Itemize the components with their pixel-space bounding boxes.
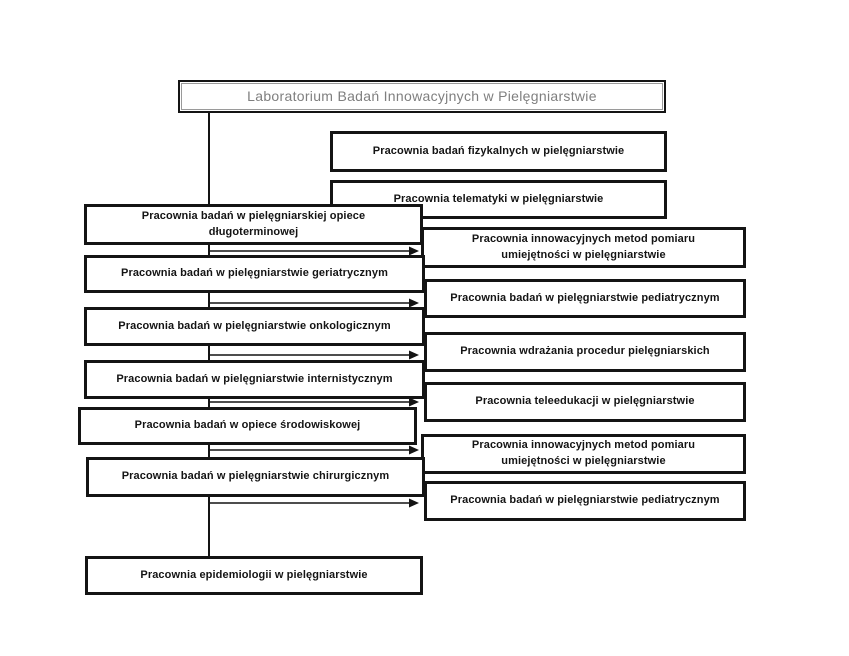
left-box-opieka-dlugoterminowa: Pracownia badań w pielęgniarskiej opiece… bbox=[84, 204, 423, 245]
box-label: Pracownia badań w pielęgniarstwie chirur… bbox=[121, 470, 390, 483]
box-label: Pracownia badań w pielęgniarskiej opiece… bbox=[141, 209, 366, 238]
left-box-internistycznym: Pracownia badań w pielęgniarstwie intern… bbox=[84, 360, 425, 399]
arrow-to-right-box-5 bbox=[209, 350, 419, 360]
right-box-wdrazania-procedur: Pracownia wdrażania procedur pielęgniars… bbox=[424, 332, 746, 372]
box-label: Pracownia badań w pielęgniarstwie geriat… bbox=[121, 267, 388, 280]
box-label: Pracownia badań fizykalnych w pielęgniar… bbox=[372, 144, 625, 157]
left-box-geriatrycznym: Pracownia badań w pielęgniarstwie geriat… bbox=[84, 255, 425, 293]
right-box-innowacyjnych-metod-2: Pracownia innowacyjnych metod pomiaru um… bbox=[421, 434, 746, 474]
right-box-innowacyjnych-metod-1: Pracownia innowacyjnych metod pomiaru um… bbox=[421, 227, 746, 268]
root-box-label: Laboratorium Badań Innowacyjnych w Pielę… bbox=[247, 88, 597, 105]
box-label: Pracownia badań w pielęgniarstwie intern… bbox=[116, 372, 393, 385]
left-box-srodowiskowej: Pracownia badań w opiece środowiskowej bbox=[78, 407, 417, 445]
box-label: Pracownia badań w pielęgniarstwie onkolo… bbox=[118, 319, 391, 332]
arrow-to-right-box-8 bbox=[209, 498, 419, 508]
right-box-pediatrycznym-1: Pracownia badań w pielęgniarstwie pediat… bbox=[424, 279, 746, 318]
left-box-chirurgicznym: Pracownia badań w pielęgniarstwie chirur… bbox=[86, 457, 425, 497]
right-box-pediatrycznym-2: Pracownia badań w pielęgniarstwie pediat… bbox=[424, 481, 746, 521]
box-label: Pracownia wdrażania procedur pielęgniars… bbox=[460, 345, 710, 358]
box-label: Pracownia badań w pielęgniarstwie pediat… bbox=[450, 291, 720, 304]
right-box-fizykalnych: Pracownia badań fizykalnych w pielęgniar… bbox=[330, 131, 667, 172]
right-box-teleedukacji: Pracownia teleedukacji w pielęgniarstwie bbox=[424, 382, 746, 422]
box-label: Pracownia teleedukacji w pielęgniarstwie bbox=[475, 395, 695, 408]
box-label: Pracownia epidemiologii w pielęgniarstwi… bbox=[140, 568, 368, 581]
left-box-onkologicznym: Pracownia badań w pielęgniarstwie onkolo… bbox=[84, 307, 425, 346]
arrow-to-right-box-7 bbox=[209, 445, 419, 455]
arrow-to-right-box-3 bbox=[209, 246, 419, 256]
box-label: Pracownia badań w opiece środowiskowej bbox=[134, 419, 361, 432]
left-box-epidemiologii: Pracownia epidemiologii w pielęgniarstwi… bbox=[85, 556, 423, 595]
arrow-to-right-box-4 bbox=[209, 298, 419, 308]
box-label: Pracownia innowacyjnych metod pomiaru um… bbox=[471, 439, 696, 467]
root-box: Laboratorium Badań Innowacyjnych w Pielę… bbox=[178, 80, 666, 113]
box-label: Pracownia badań w pielęgniarstwie pediat… bbox=[450, 494, 720, 507]
arrow-to-right-box-6 bbox=[209, 397, 419, 407]
box-label: Pracownia telematyki w pielęgniarstwie bbox=[393, 192, 604, 205]
box-label: Pracownia innowacyjnych metod pomiaru um… bbox=[471, 232, 696, 261]
